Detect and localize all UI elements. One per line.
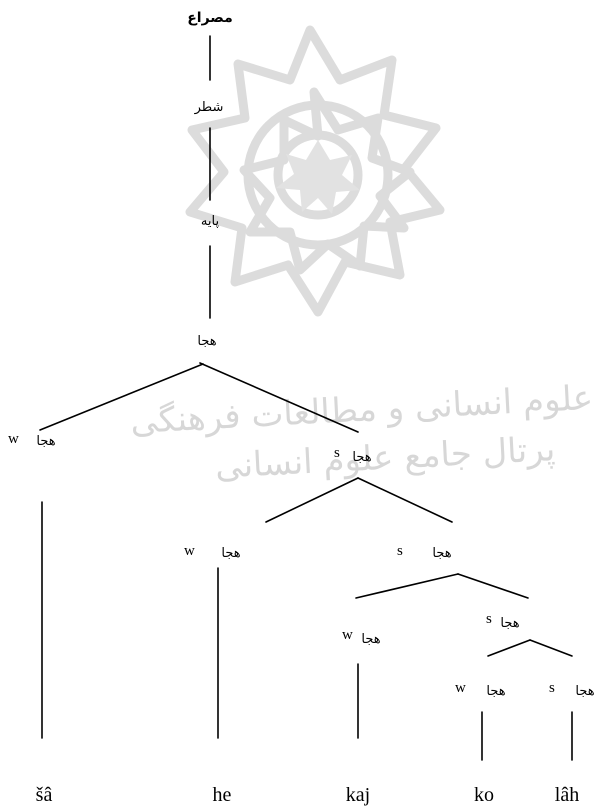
edge-top-left bbox=[39, 363, 204, 431]
leaf-kaj: kaj bbox=[345, 784, 371, 806]
node-mark-1: w bbox=[8, 431, 19, 447]
node-label-4: هجا bbox=[432, 546, 452, 561]
edge-top-right bbox=[199, 362, 359, 433]
node-mark-3: w bbox=[184, 543, 195, 559]
node-mark-4: s bbox=[397, 543, 403, 559]
leaf-lah: lâh bbox=[554, 784, 580, 806]
node-label-foot: پایه bbox=[200, 214, 220, 229]
edge-n4-left bbox=[355, 573, 459, 599]
edge-n2-left bbox=[265, 477, 359, 523]
node-label-syllable: هجا bbox=[197, 334, 217, 349]
leaf-sha: šâ bbox=[35, 784, 53, 806]
node-label-2: هجا bbox=[352, 450, 372, 465]
node-label-6: هجا bbox=[500, 616, 520, 631]
node-label-8: هجا bbox=[575, 684, 595, 699]
node-mark-5: w bbox=[342, 627, 353, 643]
node-label-hemistich: شطر bbox=[194, 100, 224, 115]
node-label-1: هجا bbox=[36, 434, 56, 449]
edge-n6-right bbox=[529, 639, 573, 657]
node-label-5: هجا bbox=[361, 632, 381, 647]
node-mark-2: s bbox=[334, 445, 340, 461]
edge-n4-right bbox=[457, 573, 529, 599]
edge-n6-left bbox=[487, 639, 531, 657]
leaf-he: he bbox=[212, 784, 232, 806]
node-label-3: هجا bbox=[221, 546, 241, 561]
node-mark-7: w bbox=[455, 680, 466, 696]
node-mark-8: s bbox=[549, 680, 555, 696]
node-label-root: مصراع bbox=[187, 10, 233, 26]
edge-n2-right bbox=[357, 477, 453, 523]
node-mark-6: s bbox=[486, 611, 492, 627]
node-label-7: هجا bbox=[486, 684, 506, 699]
leaf-ko: ko bbox=[474, 784, 494, 806]
